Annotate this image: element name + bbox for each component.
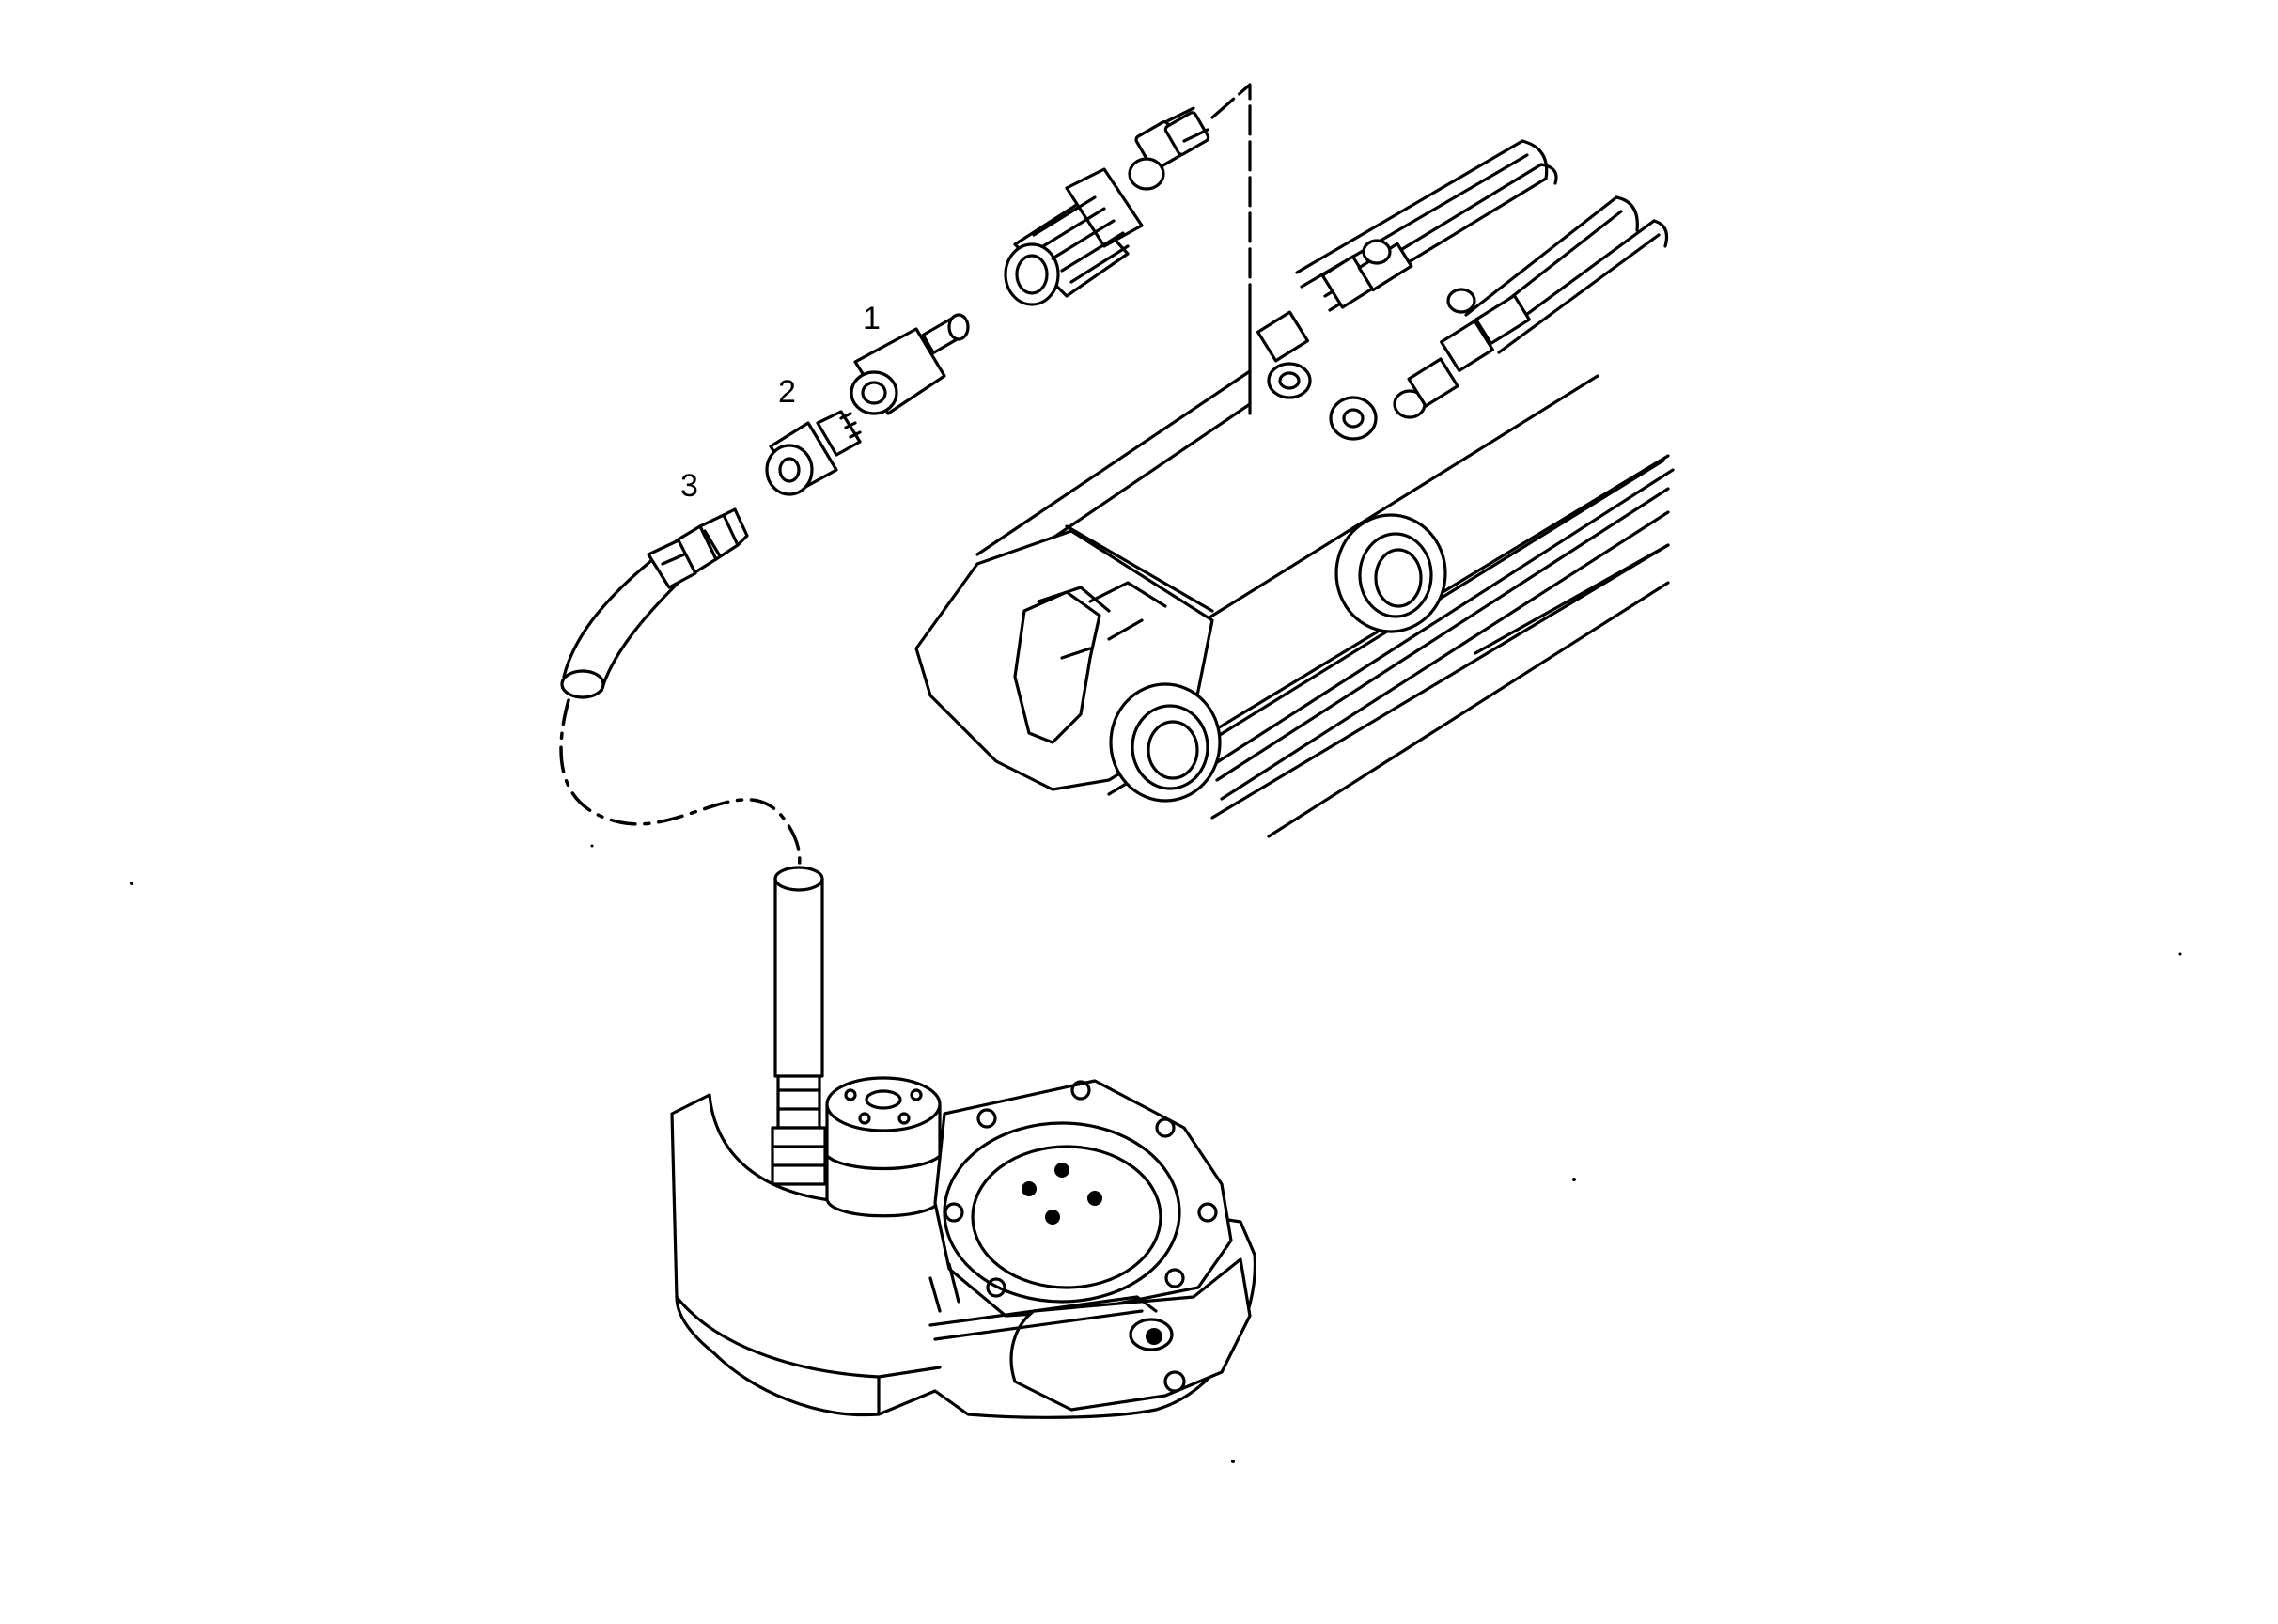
boom-hydraulic-lines (1256, 139, 1669, 441)
label-part-2: 2 (778, 374, 796, 410)
fitting-part-2 (765, 410, 862, 496)
part-labels: 1 2 3 (680, 301, 881, 504)
quick-coupler (1004, 167, 1144, 306)
hose (559, 539, 802, 876)
boom-arm (914, 369, 1675, 838)
fitting-elbow-top (1128, 106, 1210, 191)
scan-specks (130, 844, 2182, 1463)
rotary-base (670, 1076, 1257, 1419)
leader-line-to-boom (1210, 83, 1252, 415)
label-part-3: 3 (680, 468, 698, 504)
fitting-part-1 (850, 313, 970, 415)
pipe (771, 866, 827, 1186)
label-part-1: 1 (863, 301, 881, 336)
